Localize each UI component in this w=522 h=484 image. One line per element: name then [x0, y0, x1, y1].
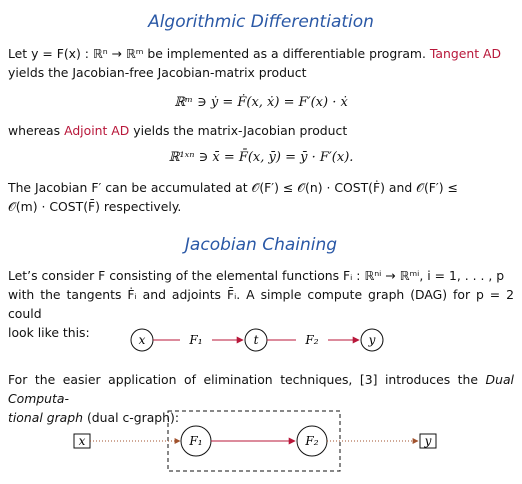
dual-text-post: (dual c-graph):: [86, 410, 180, 425]
dual-text-pre: For the easier application of eliminatio…: [8, 372, 479, 387]
adjoint-text-post: yields the matrix-Jacobian product: [133, 123, 348, 138]
dual-term-a: Dual Computa-: [8, 372, 514, 406]
dual-node-f1-label: F₁: [188, 434, 202, 448]
cost-line-2: 𝒪(m) · COST(F̄) respectively.: [8, 199, 182, 214]
adjoint-text-pre: whereas: [8, 123, 61, 138]
dag-edge-label-2: F₂: [304, 333, 318, 347]
paragraph-adjoint: whereas Adjoint AD yields the matrix-Jac…: [8, 121, 514, 140]
dag-edge-label-1: F₁: [188, 333, 202, 347]
elemental-line-2: with the tangents Ḟᵢ and adjoints F̄ᵢ. A…: [8, 287, 514, 321]
section-title-algorithmic-differentiation: Algorithmic Differentiation: [148, 12, 374, 32]
tangent-ad-term: Tangent AD: [429, 46, 502, 61]
dag-node-x-label: x: [139, 333, 146, 347]
intro-text: Let y = F(x) : ℝⁿ → ℝᵐ be implemented as…: [8, 46, 426, 61]
dual-sink-box: [419, 433, 437, 449]
dual-term-b: tional graph: [8, 410, 83, 425]
dag-node-y-label: y: [368, 333, 376, 347]
elemental-line-1: Let’s consider F consisting of the eleme…: [8, 268, 505, 283]
equation-adjoint: ℝ¹ˣⁿ ∋ x̄ = F̄(x, ȳ) = ȳ · F′(x).: [168, 150, 354, 165]
elemental-line-3: look like this:: [8, 325, 90, 340]
cost-line-1: The Jacobian F′ can be accumulated at 𝒪(…: [8, 180, 458, 195]
paragraph-intro: Let y = F(x) : ℝⁿ → ℝᵐ be implemented as…: [8, 44, 514, 82]
dual-sink-label: y: [424, 434, 432, 448]
dag-diagram: x F₁ t F₂ y: [130, 328, 384, 352]
dag-node-y: [360, 328, 384, 352]
paragraph-elemental: Let’s consider F consisting of the eleme…: [8, 266, 514, 342]
intro-text-cont: yields the Jacobian-free Jacobian-matrix…: [8, 65, 307, 80]
section-title-jacobian-chaining: Jacobian Chaining: [184, 235, 338, 255]
adjoint-ad-term: Adjoint AD: [64, 123, 130, 138]
dual-source-label: x: [79, 434, 86, 448]
dual-node-f2-label: F₂: [304, 434, 318, 448]
paragraph-cost: The Jacobian F′ can be accumulated at 𝒪(…: [8, 178, 514, 216]
paragraph-dual-graph: For the easier application of eliminatio…: [8, 370, 514, 427]
equation-tangent: ℝᵐ ∋ ẏ = Ḟ(x, ẋ) = F′(x) · ẋ: [174, 95, 348, 110]
dag-node-t-label: t: [254, 333, 259, 347]
dual-cgraph-diagram: x F₁ F₂ y: [73, 410, 437, 472]
